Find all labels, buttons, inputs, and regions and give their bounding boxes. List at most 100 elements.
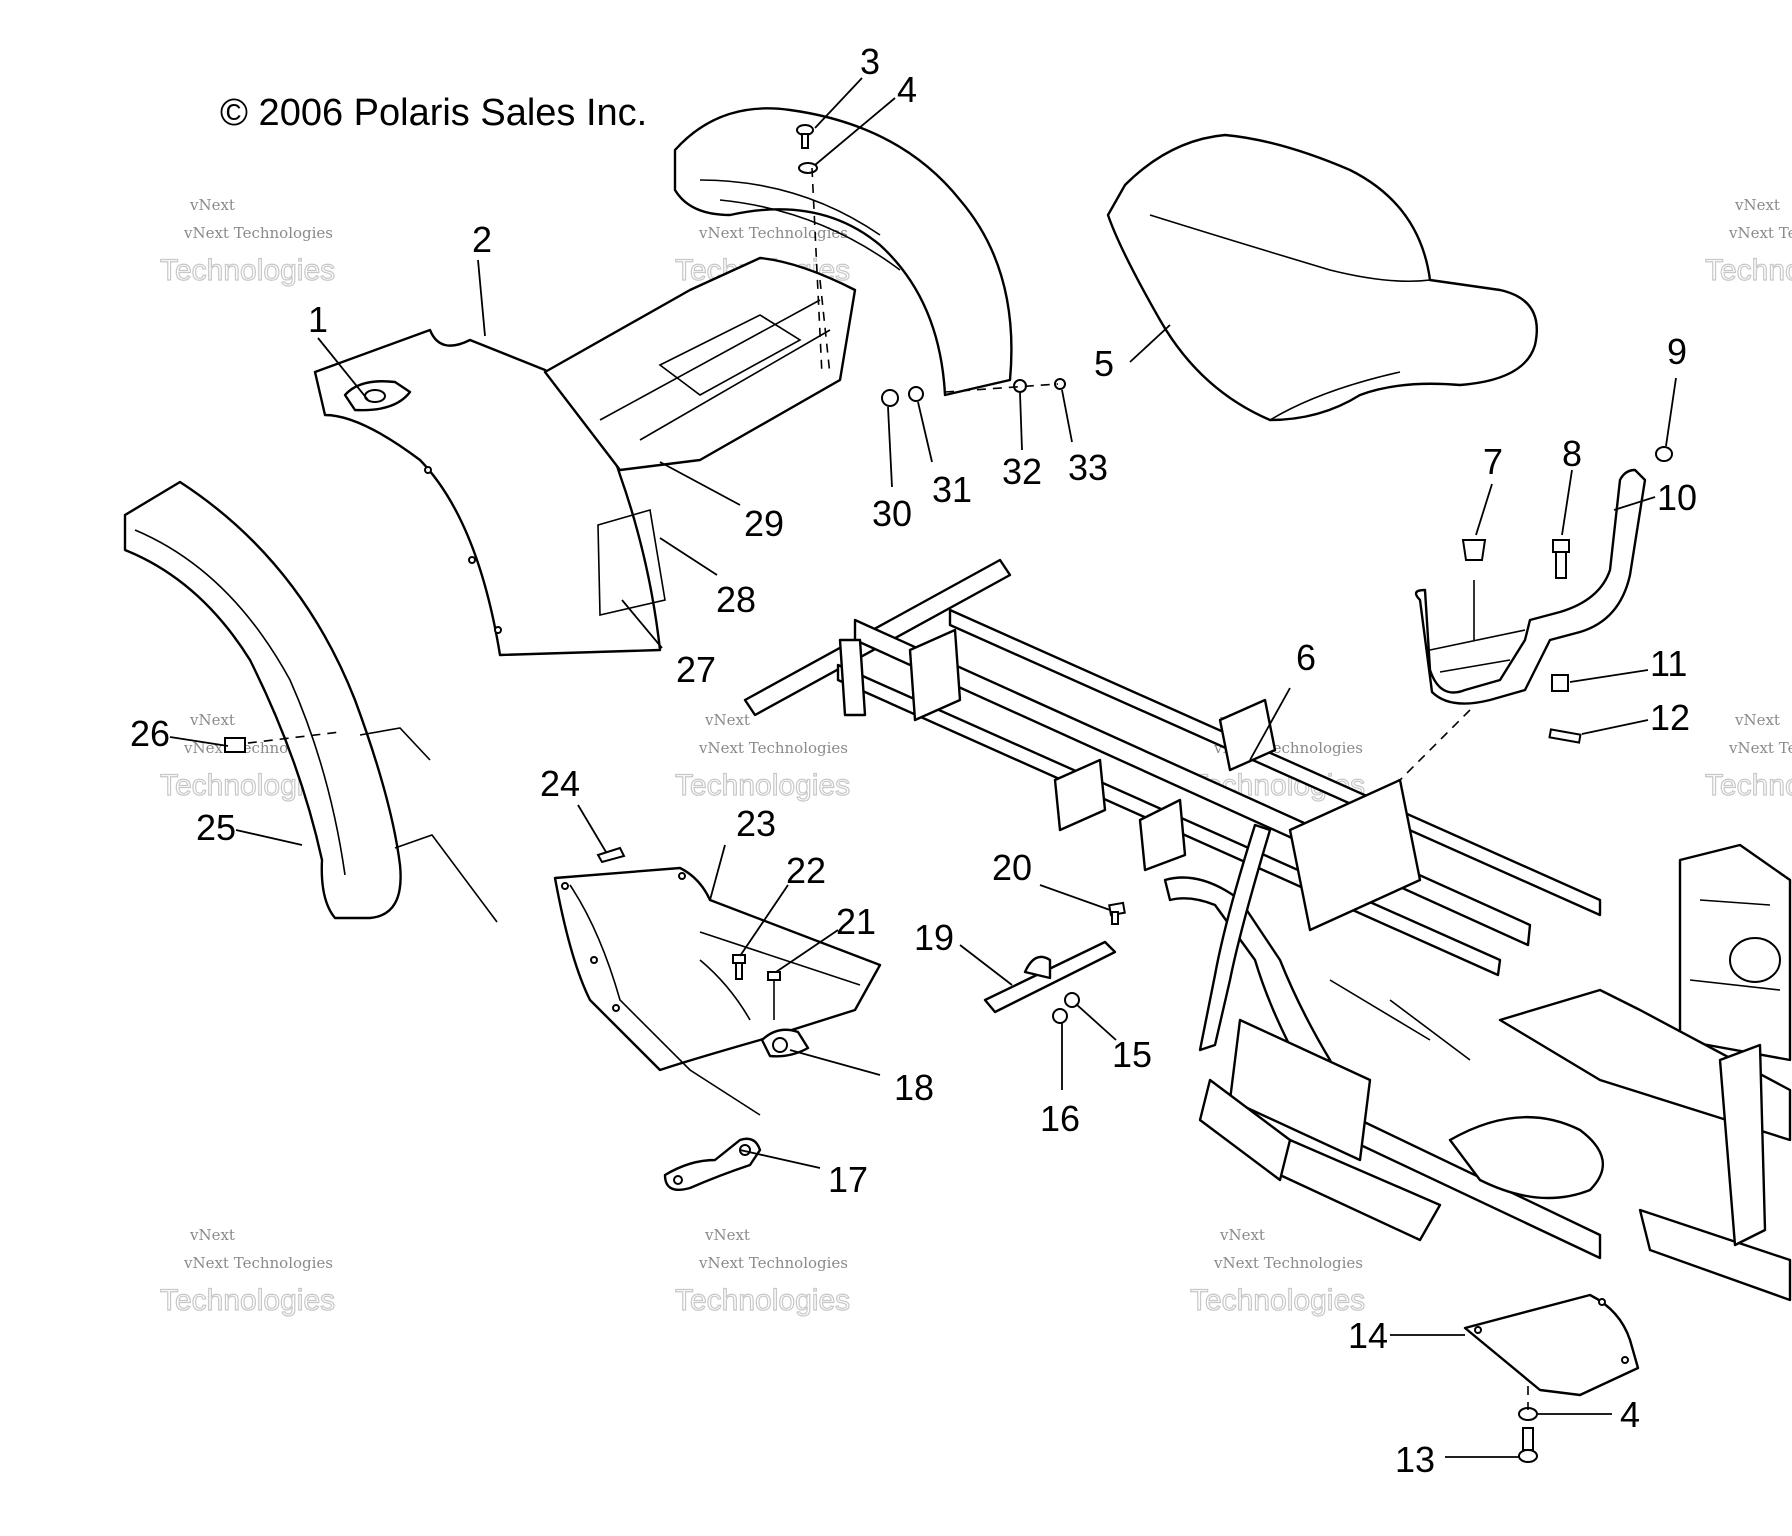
emblem-part [343,380,412,412]
callout-31: 31 [932,469,972,510]
clip-part [224,737,246,753]
leader-lines [169,77,1677,1458]
callout-33: 33 [1068,447,1108,488]
watermark-top: vNext [189,1226,235,1244]
watermark-top: vNext [189,196,235,214]
callout-8: 8 [1562,433,1582,474]
callout-13: 13 [1395,1439,1435,1480]
watermark-small: vNext Technologies [1213,1254,1363,1272]
watermark-small: vNext Technologies [1728,224,1792,242]
watermark-big: Technologies [1705,769,1792,802]
callout-1: 1 [308,299,328,340]
watermark-big: Technologies [675,769,850,802]
nut-32-part [1013,379,1027,393]
watermark-big: Technologies [160,1284,335,1317]
callout-18: 18 [894,1067,934,1108]
bolt-13-part [1518,1427,1538,1463]
screw-22-part [732,954,746,980]
watermark-small: vNext Technologies [698,1254,848,1272]
cap-9-part [1655,446,1673,462]
nut-plate-18-part [760,1028,810,1058]
callout-10: 10 [1657,477,1697,518]
watermark-big: Technologies [675,1284,850,1317]
pin-12-part [1548,728,1582,744]
hardware-dash-line [944,383,1059,393]
callouts: 1 2 3 4 5 6 7 8 9 10 11 12 13 4 14 15 16… [130,41,1697,1480]
footwell-part [553,866,882,1116]
watermark-top: vNext [1734,196,1780,214]
callout-6: 6 [1296,637,1316,678]
bracket-17-part [663,1137,762,1192]
callout-11: 11 [1650,643,1687,684]
callout-16: 16 [1040,1098,1080,1139]
callout-30: 30 [872,493,912,534]
bracket-10-part [1414,468,1647,705]
skid-plate-part [1463,1293,1640,1397]
nut-11-part [1551,674,1569,692]
nut-15-part [1064,992,1080,1008]
screw-21-part [767,971,781,1020]
callout-23: 23 [736,803,776,844]
watermark-big: Technologies [1705,254,1792,287]
callout-9: 9 [1667,331,1687,372]
watermark-top: vNext [189,711,235,729]
callout-20: 20 [992,847,1032,888]
watermark-4: vNext vNext Technologies Technologies [1704,196,1792,288]
callout-21: 21 [836,901,876,942]
frame-part [743,558,1792,1302]
watermark-top: vNext [704,1226,750,1244]
bracket-dash-line [1379,709,1471,801]
callout-28: 28 [716,579,756,620]
washer-4-top-part [798,162,818,174]
nut-30-part [881,389,899,407]
callout-3: 3 [860,41,880,82]
callout-2: 2 [472,219,492,260]
screw-33-part [1054,378,1066,390]
watermark-top: vNext [1734,711,1780,729]
callout-5: 5 [1094,343,1114,384]
watermark-small: vNext Technologies [183,224,333,242]
watermark-11: vNext vNext Technologies Technologies [1189,1226,1365,1318]
fender-flare-part [123,480,402,920]
watermark-1: vNext vNext Technologies Technologies [159,196,335,288]
ghost-outline-part [359,727,498,923]
copyright-text: © 2006 Polaris Sales Inc. [220,92,647,134]
watermark-top: vNext [704,711,750,729]
screw-3-part [796,124,814,149]
callout-24: 24 [540,763,580,804]
nut-16-part [1052,1008,1068,1024]
washer-31-part [908,386,924,402]
watermark-9: vNext vNext Technologies Technologies [159,1226,335,1318]
screw-dash-line [811,167,823,376]
watermark-small: vNext Technologies [1728,739,1792,757]
watermark-small: vNext Technologies [698,224,848,242]
callout-32: 32 [1002,451,1042,492]
callout-4-bottom: 4 [1620,1394,1640,1435]
callout-25: 25 [196,807,236,848]
rear-fender-part [313,107,1013,657]
callout-27: 27 [676,649,716,690]
callout-19: 19 [914,917,954,958]
bolt-8-part [1552,539,1570,579]
callout-29: 29 [744,503,784,544]
screw-24-part [596,846,626,864]
watermark-small: vNext Technologies [183,1254,333,1272]
callout-14: 14 [1348,1315,1388,1356]
callout-12: 12 [1650,697,1690,738]
bolt-20-part [1108,901,1126,925]
callout-4: 4 [897,69,917,110]
watermark-10: vNext vNext Technologies Technologies [674,1226,850,1318]
callout-7: 7 [1483,441,1503,482]
watermark-top: vNext [1219,1226,1265,1244]
plug-7-part [1461,539,1487,561]
callout-15: 15 [1112,1034,1152,1075]
watermark-big: Technologies [160,254,335,287]
callout-22: 22 [786,850,826,891]
callout-17: 17 [828,1159,868,1200]
watermark-small: vNext Technologies [698,739,848,757]
callout-26: 26 [130,713,170,754]
watermark-big: Technologies [1190,1284,1365,1317]
bracket-19-part [983,940,1117,1014]
seat-part [1106,133,1538,422]
